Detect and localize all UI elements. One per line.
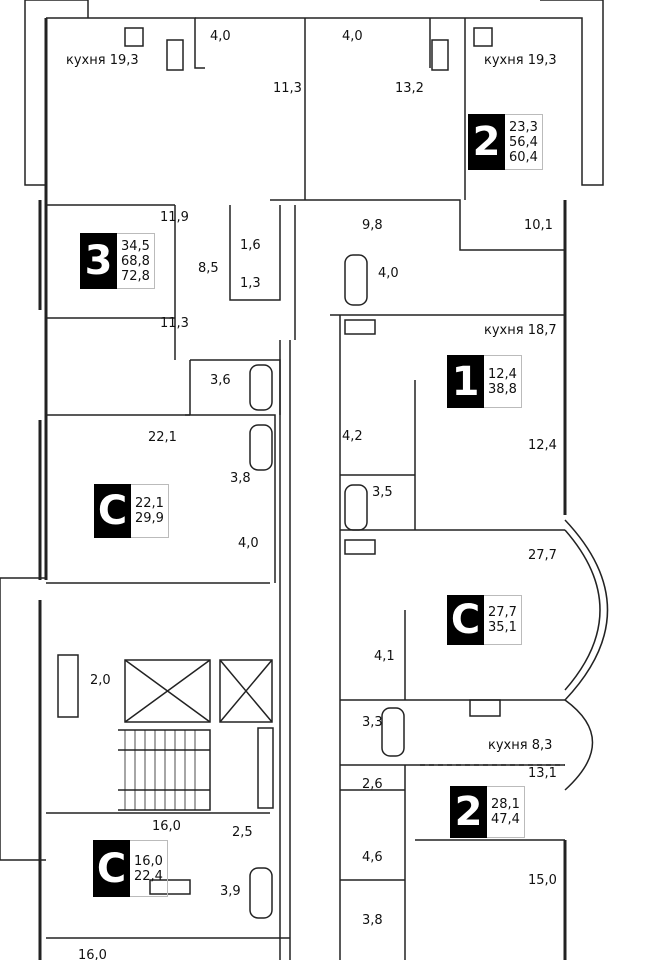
room-area-label: 2,5 — [232, 825, 253, 840]
area-value: 60,4 — [509, 149, 538, 165]
room-area-label: 12,4 — [528, 438, 557, 453]
area-value: 38,8 — [488, 381, 517, 397]
area-value: 34,5 — [121, 238, 150, 254]
room-area-label: 3,6 — [210, 373, 231, 388]
room-count: 2 — [450, 786, 487, 838]
room-count: С — [93, 840, 130, 897]
room-area-label: 11,3 — [160, 316, 189, 331]
area-value: 12,4 — [488, 366, 517, 382]
room-area-label: кухня 19,3 — [66, 53, 139, 68]
room-area-label: 3,9 — [220, 884, 241, 899]
room-area-label: кухня 19,3 — [484, 53, 557, 68]
room-area-label: 4,0 — [378, 266, 399, 281]
area-value: 16,0 — [134, 853, 163, 869]
area-value: 23,3 — [509, 119, 538, 135]
room-count: С — [94, 484, 131, 538]
room-area-label: кухня 18,7 — [484, 323, 557, 338]
room-area-label: кухня 8,3 — [488, 738, 553, 753]
room-area-label: 1,3 — [240, 276, 261, 291]
area-value: 29,9 — [135, 511, 164, 526]
room-area-label: 4,1 — [374, 649, 395, 664]
room-area-label: 4,2 — [342, 429, 363, 444]
room-area-label: 4,6 — [362, 850, 383, 865]
area-value: 47,4 — [491, 812, 520, 827]
room-area-label: 22,1 — [148, 430, 177, 445]
area-value: 28,1 — [491, 797, 520, 812]
area-value: 27,7 — [488, 605, 517, 620]
room-area-label: 16,0 — [78, 948, 107, 960]
room-area-label: 13,2 — [395, 81, 424, 96]
room-area-label: 15,0 — [528, 873, 557, 888]
area-value: 56,4 — [509, 134, 538, 150]
room-area-label: 4,0 — [238, 536, 259, 551]
room-count: С — [447, 595, 484, 645]
room-area-label: 1,6 — [240, 238, 261, 253]
room-area-label: 3,3 — [362, 715, 383, 730]
room-area-label: 3,8 — [230, 471, 251, 486]
room-area-label: 27,7 — [528, 548, 557, 563]
room-area-label: 2,0 — [90, 673, 111, 688]
room-area-label: 11,9 — [160, 210, 189, 225]
room-area-label: 3,5 — [372, 485, 393, 500]
room-area-label: 2,6 — [362, 777, 383, 792]
room-area-label: 10,1 — [524, 218, 553, 233]
area-value: 35,1 — [488, 620, 517, 635]
area-value: 68,8 — [121, 253, 150, 269]
room-area-label: 9,8 — [362, 218, 383, 233]
area-value: 72,8 — [121, 268, 150, 284]
room-area-label: 3,8 — [362, 913, 383, 928]
room-area-label: 16,0 — [152, 819, 181, 834]
room-area-label: 4,0 — [210, 29, 231, 44]
room-area-label: 8,5 — [198, 261, 219, 276]
room-count: 3 — [80, 233, 117, 289]
room-count: 2 — [468, 114, 505, 170]
room-area-label: 13,1 — [528, 766, 557, 781]
room-area-label: 4,0 — [342, 29, 363, 44]
area-value: 22,4 — [134, 868, 163, 884]
area-value: 22,1 — [135, 496, 164, 511]
room-count: 1 — [447, 355, 484, 408]
room-area-label: 11,3 — [273, 81, 302, 96]
